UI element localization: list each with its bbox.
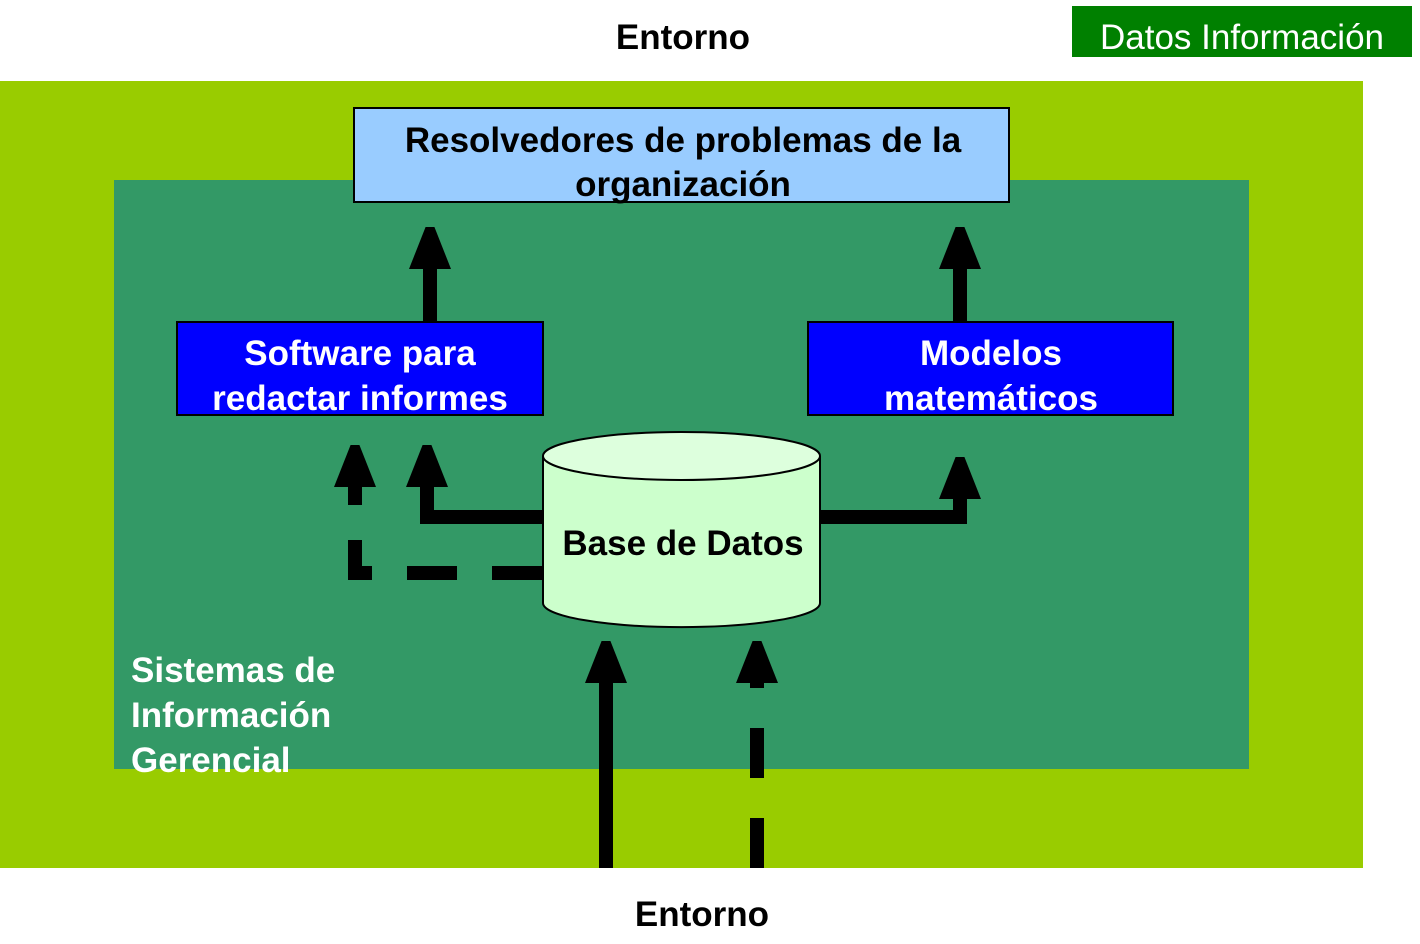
problem-solvers-box [353, 107, 1010, 203]
math-models-line1: Modelos [920, 334, 1062, 373]
database-label: Base de Datos [562, 524, 803, 563]
flow-arrows [355, 262, 960, 868]
arrow-db-to-software-info [355, 480, 542, 580]
math-models-box [807, 321, 1174, 416]
environment-label-top: Entorno [616, 18, 750, 57]
arrow-db-to-models [820, 492, 960, 524]
report-software-box [176, 321, 544, 416]
arrow-db-to-software [427, 480, 542, 524]
report-software-line2: redactar informes [212, 379, 508, 418]
problem-solvers-line2: organización [575, 165, 791, 204]
math-models-line2: matemáticos [884, 379, 1098, 418]
environment-label-bottom: Entorno [635, 895, 769, 934]
database-cylinder [542, 431, 821, 629]
system-label-line1: Sistemas de [131, 651, 335, 690]
system-label-line3: Gerencial [131, 741, 291, 780]
problem-solvers-line1: Resolvedores de problemas de la [405, 121, 962, 160]
report-software-line1: Software para [244, 334, 476, 373]
legend-label: Datos Información [1100, 18, 1384, 57]
legend-box [1072, 6, 1412, 57]
system-label-line2: Información [131, 696, 331, 735]
